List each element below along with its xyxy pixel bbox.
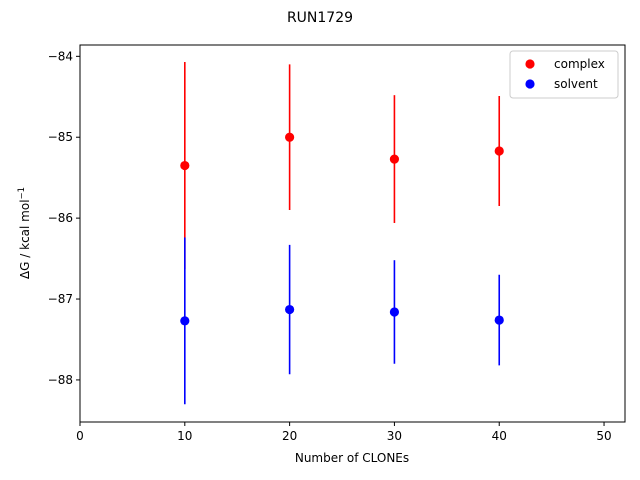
legend-box (509, 50, 619, 99)
axes-frame (79, 44, 626, 423)
chart-title: RUN1729 (287, 10, 353, 26)
data-point-complex-1 (285, 132, 295, 142)
x-tick-label-1: 10 (177, 429, 192, 443)
y-axis-label-main: ΔG / kcal mol (18, 199, 32, 279)
legend-label-complex: complex (554, 57, 605, 71)
y-tick-label-3: −87 (48, 292, 73, 306)
x-tick-label-2: 20 (282, 429, 297, 443)
x-tick-label-0: 0 (76, 429, 84, 443)
legend-label-solvent: solvent (554, 77, 598, 91)
y-tick-label-1: −85 (48, 130, 73, 144)
data-point-complex-3 (494, 146, 504, 156)
x-tick-label-5: 50 (596, 429, 611, 443)
plot-area (180, 61, 504, 405)
y-axis-label-superscript: −1 (17, 187, 27, 200)
y-tick-label-2: −86 (48, 211, 73, 225)
data-point-solvent-3 (494, 315, 504, 325)
data-point-complex-2 (389, 154, 400, 164)
legend-marker-solvent (525, 79, 535, 89)
x-tick-label-4: 40 (492, 429, 507, 443)
legend-marker-complex (525, 59, 535, 69)
x-axis-label: Number of CLONEs (295, 451, 409, 465)
x-tick-label-3: 30 (387, 429, 402, 443)
y-tick-label-4: −88 (48, 373, 73, 387)
axes: 0 10 20 30 40 50 −84 −85 −86 −87 −88 (48, 44, 626, 443)
y-tick-label-0: −84 (48, 49, 73, 63)
data-point-solvent-0 (180, 316, 190, 326)
data-point-solvent-1 (285, 304, 295, 315)
data-point-complex-0 (180, 160, 190, 171)
legend: complex solvent (509, 50, 619, 99)
data-point-solvent-2 (389, 307, 400, 317)
y-axis-label: ΔG / kcal mol−1 (17, 187, 32, 279)
